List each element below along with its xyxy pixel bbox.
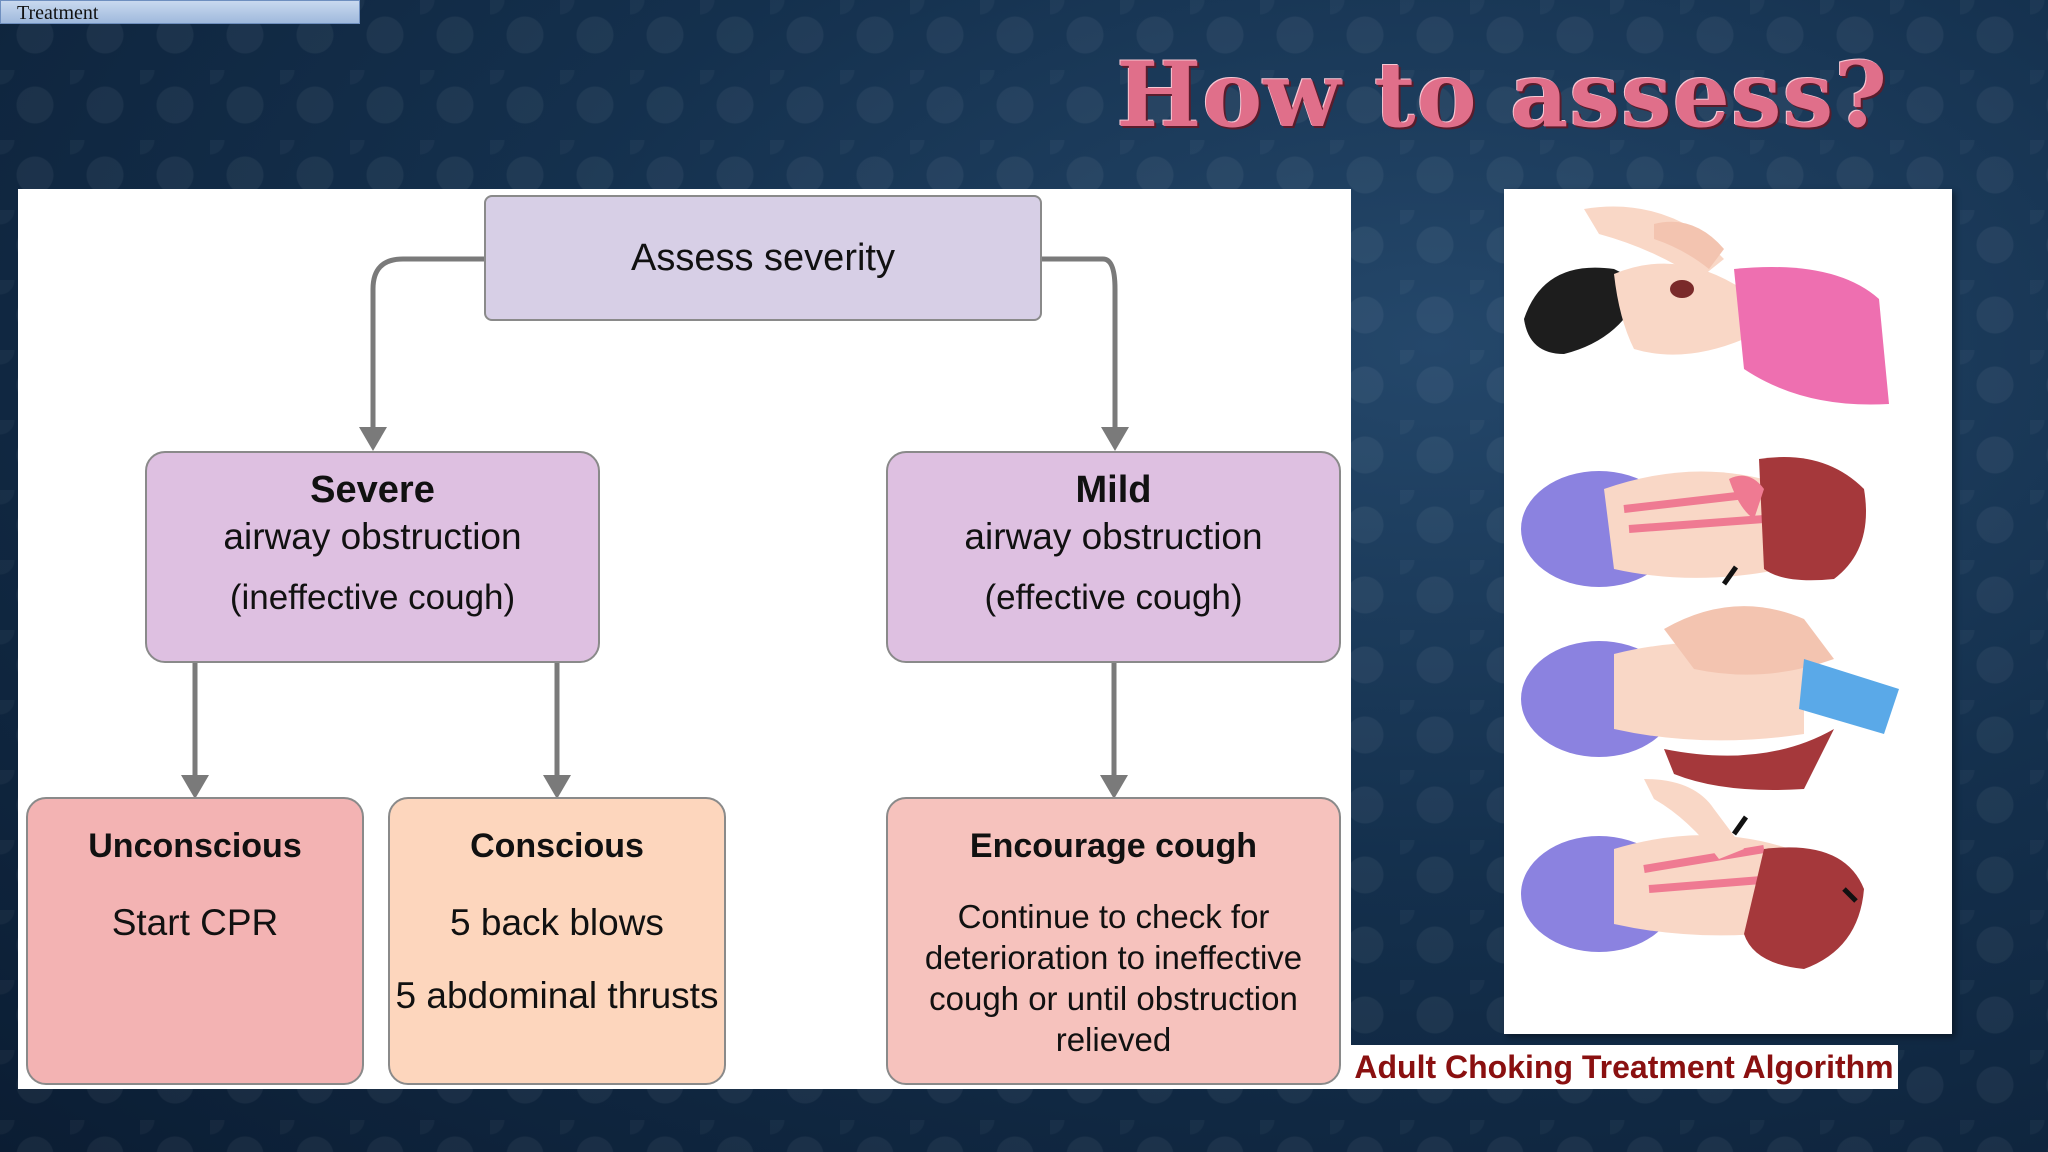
unconscious-heading: Unconscious: [88, 827, 302, 865]
mild-subheading: airway obstruction: [964, 516, 1263, 557]
conscious-action-1: 5 back blows: [450, 902, 664, 943]
arrow-to-mild: [1042, 256, 1118, 429]
assess-severity-box: Assess severity: [484, 195, 1042, 321]
arrowhead-encourage: [1100, 775, 1128, 799]
treatment-tab[interactable]: Treatment: [0, 0, 360, 24]
conscious-heading: Conscious: [470, 827, 644, 865]
arrowhead-unconscious: [181, 775, 209, 799]
tab-label: Treatment: [17, 2, 99, 24]
unconscious-action: Start CPR: [111, 902, 279, 943]
conscious-action-2: 5 abdominal thrusts: [395, 975, 719, 1016]
flowchart-arrows: [181, 256, 1129, 799]
rescue-illustration-panel: [1504, 189, 1952, 1034]
conscious-box: Conscious 5 back blows 5 abdominal thrus…: [388, 797, 726, 1085]
illustration-step-2: [1521, 457, 1866, 587]
mild-heading: Mild: [1075, 469, 1152, 511]
unconscious-box: Unconscious Start CPR: [26, 797, 364, 1085]
illustration-step-4: [1521, 779, 1864, 969]
encourage-text: Continue to check for deterioration to i…: [924, 898, 1303, 1058]
slide-title: How to assess?: [1116, 42, 1888, 148]
illustration-step-1: [1524, 206, 1889, 405]
mild-obstruction-box: Mild airway obstruction (effective cough…: [886, 451, 1341, 663]
rescue-illustration: [1521, 206, 1899, 969]
severe-heading: Severe: [310, 469, 435, 511]
arrowhead-conscious: [543, 775, 571, 799]
arrow-to-severe: [370, 256, 484, 429]
arrowhead-mild: [1101, 427, 1129, 451]
flowchart-panel: Assess severity Severe airway obstructio…: [18, 189, 1351, 1089]
encourage-cough-box: Encourage cough Continue to check for de…: [886, 797, 1341, 1085]
assess-severity-label: Assess severity: [631, 236, 895, 279]
severe-subheading: airway obstruction: [223, 516, 522, 557]
severe-obstruction-box: Severe airway obstruction (ineffective c…: [145, 451, 600, 663]
illustration-step-3: [1521, 565, 1899, 790]
diagram-caption: Adult Choking Treatment Algorithm: [1350, 1045, 1898, 1089]
mild-note: (effective cough): [984, 578, 1243, 617]
severe-note: (ineffective cough): [229, 578, 516, 617]
arrowhead-severe: [359, 427, 387, 451]
encourage-heading: Encourage cough: [969, 827, 1258, 865]
